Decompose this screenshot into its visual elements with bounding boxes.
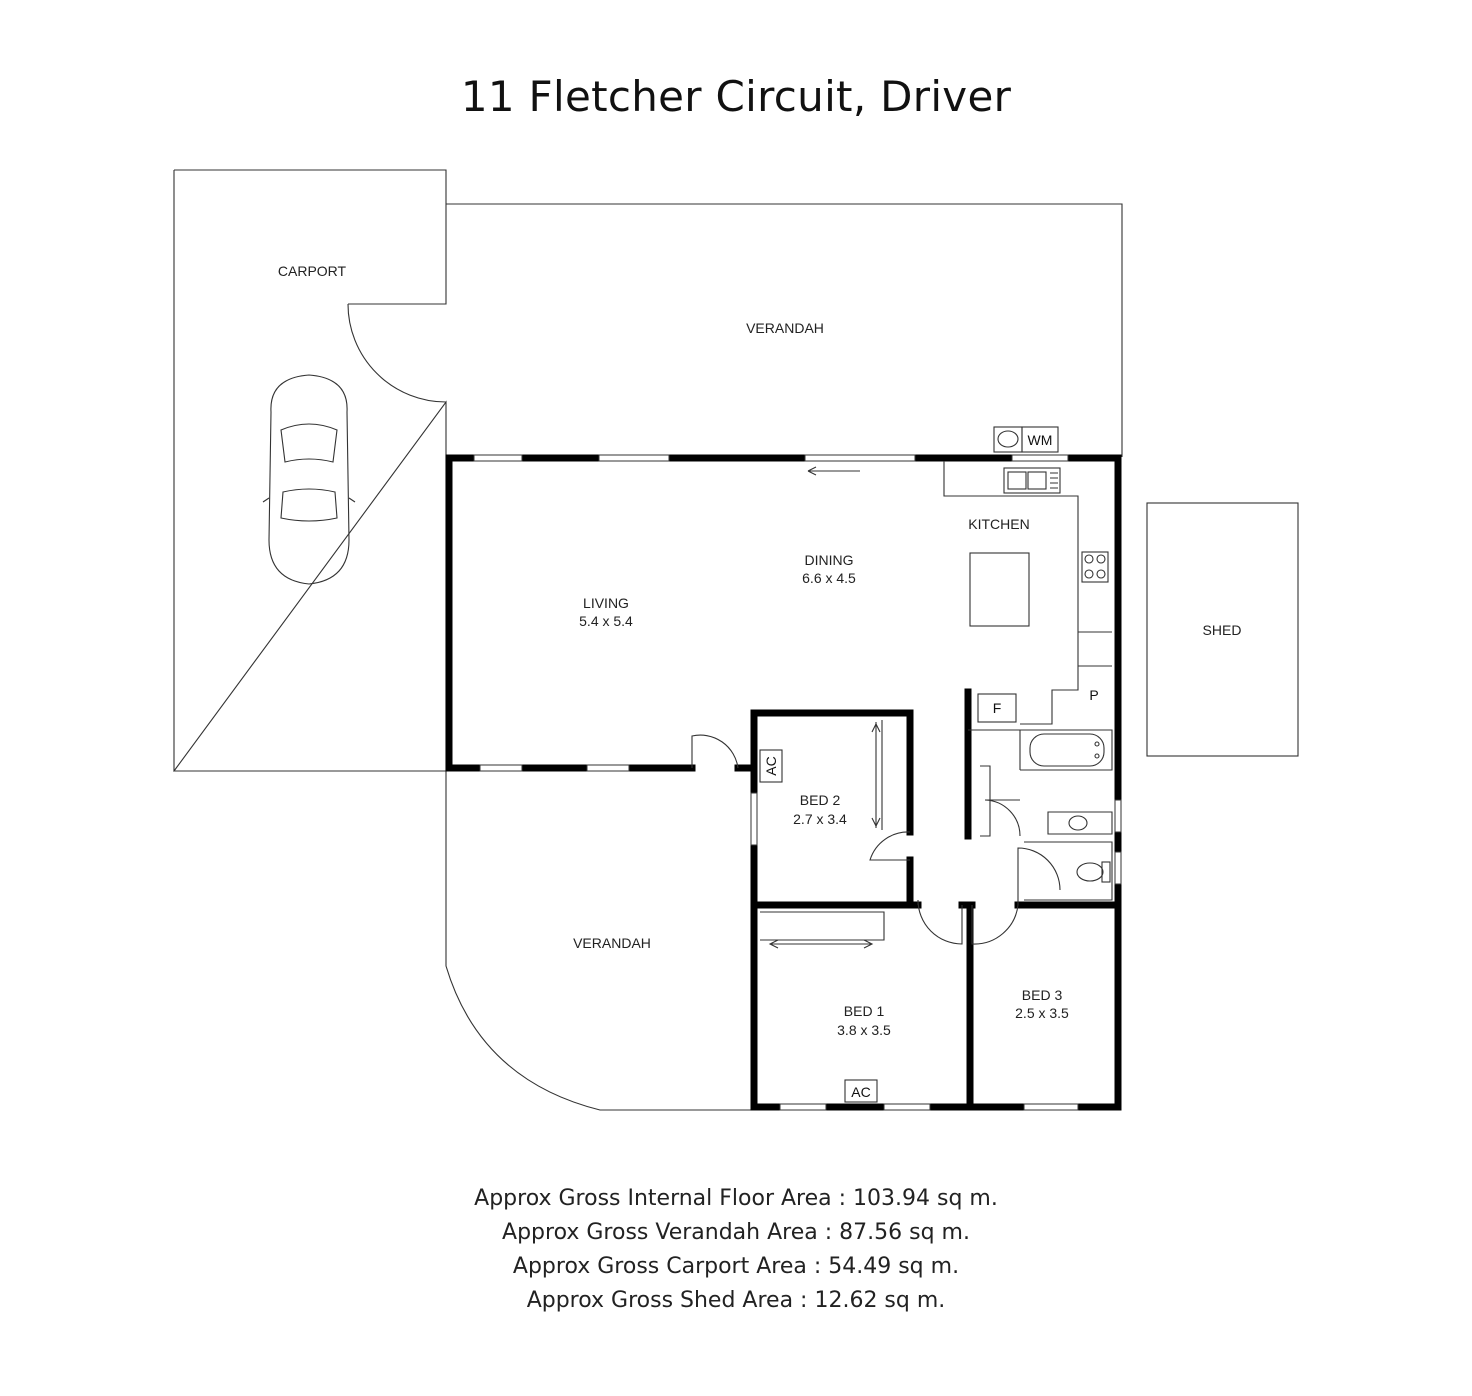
verandah-top-outline xyxy=(446,203,1123,457)
kitchen-sink-icon xyxy=(1003,467,1061,494)
toilet-icon xyxy=(1076,861,1111,883)
verandah-bottom-label: VERANDAH xyxy=(573,935,651,951)
kitchen-bench xyxy=(943,461,1112,725)
fridge-label: F xyxy=(993,700,1002,716)
carport-area: Approx Gross Carport Area : 54.49 sq m. xyxy=(512,1254,960,1279)
ac-bed1-label: AC xyxy=(851,1084,870,1100)
carport-outline xyxy=(172,169,447,772)
laundry-tub-icon xyxy=(993,426,1023,453)
windows xyxy=(473,454,1122,1111)
verandah-area: Approx Gross Verandah Area : 87.56 sq m. xyxy=(502,1220,970,1245)
living-size: 5.4 x 5.4 xyxy=(579,613,633,629)
bathroom-partitions xyxy=(968,729,1113,901)
dining-label: DINING xyxy=(805,552,854,568)
kitchen-label: KITCHEN xyxy=(968,516,1029,532)
living-label: LIVING xyxy=(583,595,629,611)
verandah-top-label: VERANDAH xyxy=(746,320,824,336)
internal-floor-area: Approx Gross Internal Floor Area : 103.9… xyxy=(474,1186,998,1211)
ac-bed2-label: AC xyxy=(763,756,779,775)
washing-machine-icon xyxy=(1021,426,1059,453)
bed2-label: BED 2 xyxy=(800,792,841,808)
bed1-wardrobe xyxy=(760,911,885,949)
shed-area: Approx Gross Shed Area : 12.62 sq m. xyxy=(526,1288,946,1313)
plan-title: 11 Fletcher Circuit, Driver xyxy=(460,72,1012,121)
shed-outline xyxy=(1146,502,1299,757)
car-icon xyxy=(262,374,356,585)
bed2-size: 2.7 x 3.4 xyxy=(793,811,847,827)
bed2-wardrobe xyxy=(871,720,883,830)
bed1-label: BED 1 xyxy=(844,1003,885,1019)
bed3-size: 2.5 x 3.5 xyxy=(1015,1005,1069,1021)
bed3-label: BED 3 xyxy=(1022,987,1063,1003)
verandah-bottom-outline xyxy=(445,771,752,1111)
dining-size: 6.6 x 4.5 xyxy=(802,570,856,586)
ac-unit-bed2-icon xyxy=(759,749,783,783)
shed-label: SHED xyxy=(1203,622,1242,638)
ac-unit-bed1-icon xyxy=(844,1079,878,1103)
pantry-label: P xyxy=(1089,687,1098,703)
door-swings xyxy=(691,734,1061,945)
basin-icon xyxy=(1068,815,1088,831)
sliding-door-arrow xyxy=(807,466,860,476)
washing-machine-label: WM xyxy=(1028,432,1053,448)
area-summary: Approx Gross Internal Floor Area : 103.9… xyxy=(0,1182,1472,1318)
bath-icon xyxy=(1020,729,1113,771)
carport-label: CARPORT xyxy=(278,263,347,279)
fridge-icon xyxy=(977,693,1017,723)
cooktop-icon xyxy=(1081,551,1109,583)
bed1-size: 3.8 x 3.5 xyxy=(837,1022,891,1038)
